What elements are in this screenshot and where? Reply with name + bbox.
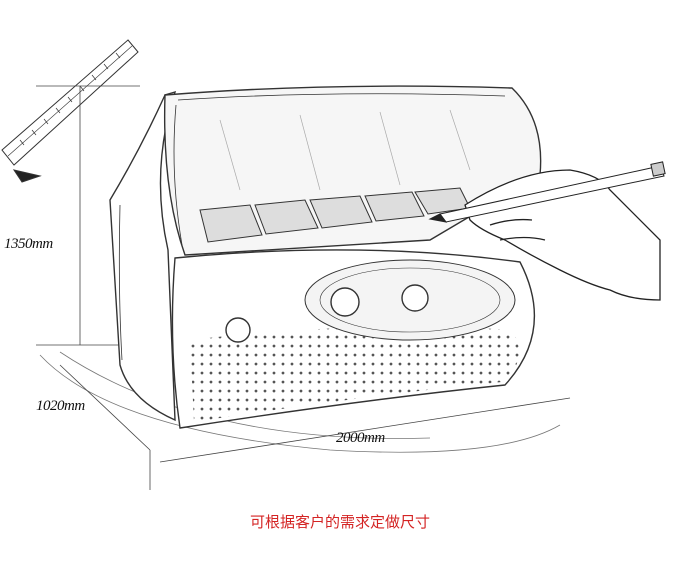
ice-cream-pans	[199, 187, 471, 243]
custom-size-caption: 可根据客户的需求定做尺寸	[249, 513, 430, 531]
ruler-icon	[1, 39, 139, 183]
depth-dimension-label: 1020mm	[36, 398, 85, 414]
pencil-icon	[428, 161, 666, 223]
width-dimension-label: 2000mm	[336, 430, 385, 446]
cabinet	[109, 85, 542, 429]
height-dimension-label: 1350mm	[4, 236, 53, 252]
